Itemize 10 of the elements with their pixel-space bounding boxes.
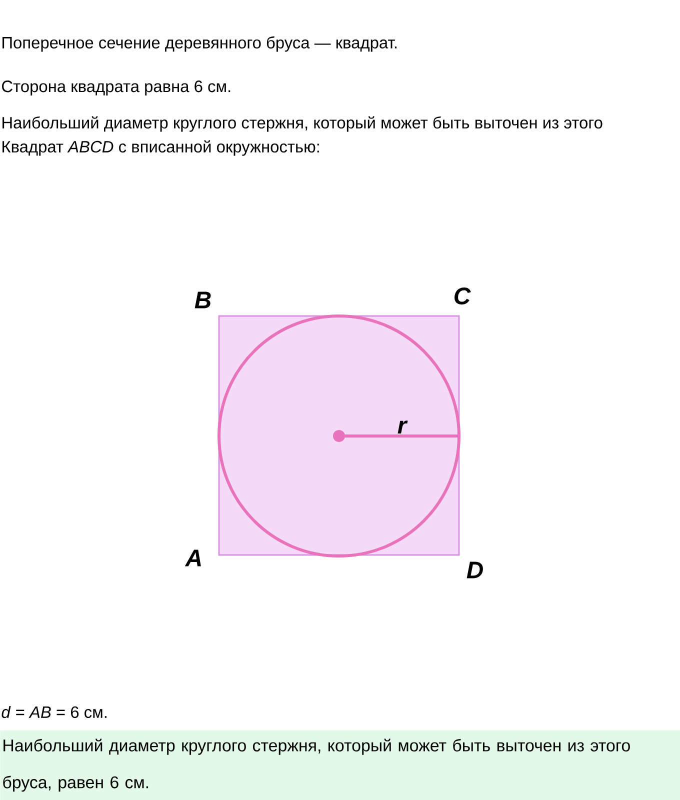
point-label: r (396, 420, 408, 434)
answer-band: Наибольший диаметр круглого стержня, который может быть выточен из этого бруса, равен 6 см. (0, 730, 680, 800)
text-line: Квадрат ABCD с вписанной окружностью: (2, 140, 319, 156)
point-label: C (454, 288, 471, 304)
point-label: D (466, 562, 483, 578)
text-line: Наибольший диаметр круглого стержня, который может быть выточен из этого (2, 116, 602, 132)
text-line: Сторона квадрата равна 6 см. (2, 80, 230, 96)
point-label: B (194, 292, 211, 308)
point-label: A (184, 550, 201, 566)
text-line: Поперечное сечение деревянного бруса — квадрат. (2, 36, 396, 52)
